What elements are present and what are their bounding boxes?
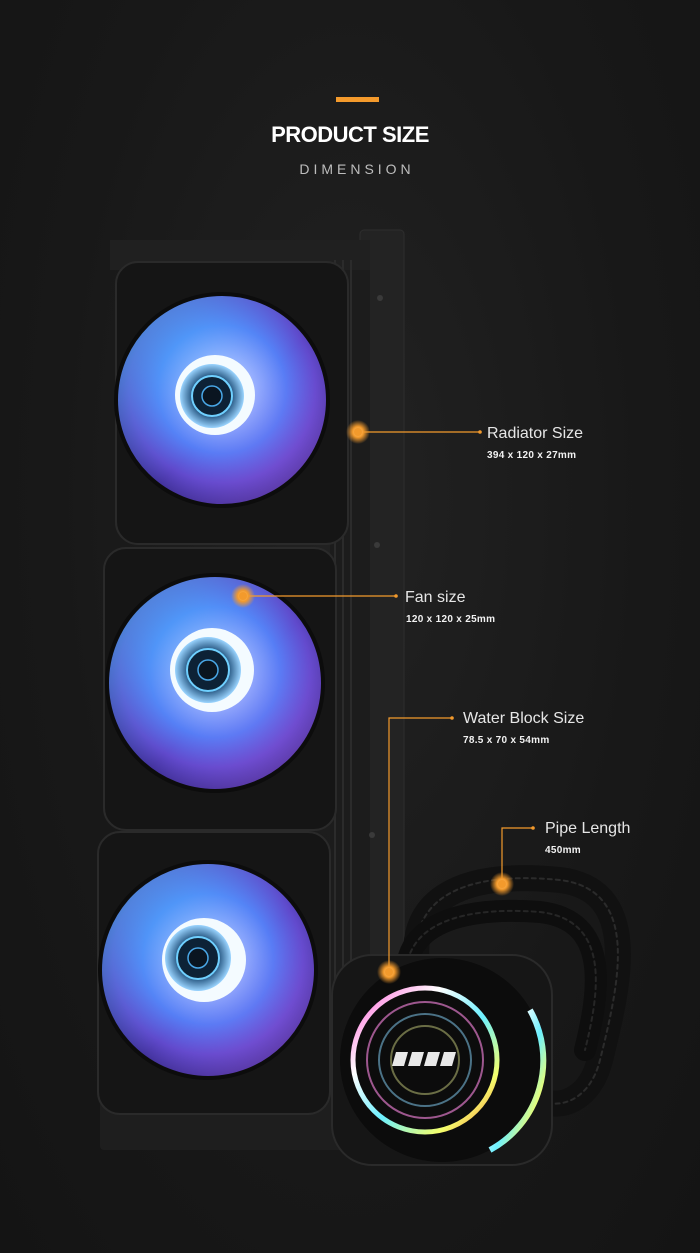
- callout-lines: [243, 431, 533, 972]
- fan-middle: [105, 573, 325, 793]
- water-block-size-value: 78.5 x 70 x 54mm: [463, 735, 550, 746]
- page-subtitle: DIMENSION: [299, 161, 415, 177]
- accent-bar: [336, 97, 379, 102]
- fan-size-label: Fan size: [405, 589, 466, 606]
- radiator-size-label: Radiator Size: [487, 425, 584, 442]
- pipe-length-value: 450mm: [545, 845, 581, 856]
- callout-end-dots: [394, 430, 535, 830]
- radiator-size-value: 394 x 120 x 27mm: [487, 450, 577, 461]
- pipes: [395, 865, 631, 1117]
- fan-top: [114, 292, 330, 508]
- callout-glow-dots: [231, 420, 514, 984]
- water-block-size-label: Water Block Size: [463, 710, 585, 727]
- page-title: PRODUCT SIZE: [271, 122, 429, 147]
- fan-bottom: [98, 860, 318, 1080]
- fan-size-value: 120 x 120 x 25mm: [406, 614, 496, 625]
- brand-logo: [392, 1052, 456, 1066]
- water-block: [331, 954, 553, 1166]
- pipe-length-label: Pipe Length: [545, 820, 631, 837]
